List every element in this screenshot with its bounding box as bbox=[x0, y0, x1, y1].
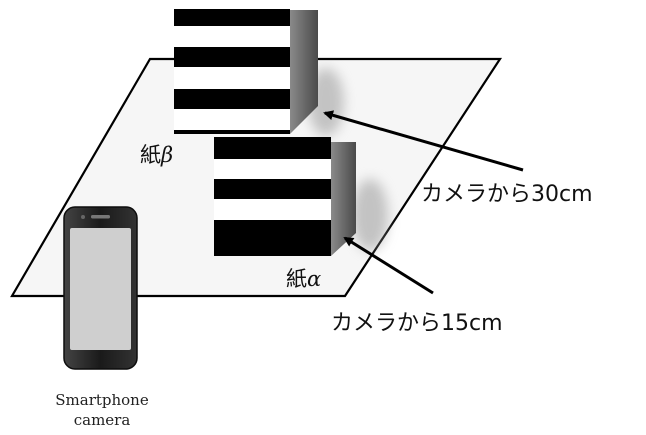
paper-beta-stripe-3 bbox=[174, 47, 290, 67]
paper-alpha-shadow bbox=[352, 179, 388, 251]
arrow-icon-near bbox=[343, 236, 434, 295]
distance-far-label: カメラから30cm bbox=[421, 182, 593, 207]
phone-screen bbox=[70, 228, 131, 350]
distance-near-label: カメラから15cm bbox=[331, 311, 503, 336]
camera-caption-line1: Smartphone bbox=[55, 391, 149, 409]
paper-beta-stripe-1 bbox=[174, 9, 290, 26]
phone-speaker bbox=[91, 215, 110, 219]
paper-beta-stripe-5 bbox=[174, 89, 290, 109]
paper-alpha-stripe-5 bbox=[214, 220, 331, 236]
paper-alpha-card bbox=[214, 137, 388, 256]
paper-beta-side bbox=[290, 10, 318, 134]
paper-alpha-stripe-3 bbox=[214, 179, 331, 199]
paper-beta-stripe-2 bbox=[174, 26, 290, 47]
paper-alpha-stripe-4 bbox=[214, 199, 331, 220]
paper-alpha-stripe-1 bbox=[214, 137, 331, 159]
paper-beta-label: 紙β bbox=[140, 143, 173, 167]
paper-alpha-label: 紙α bbox=[286, 267, 321, 291]
paper-beta-stripe-7 bbox=[174, 130, 290, 134]
paper-alpha-stripe-6 bbox=[214, 236, 331, 256]
smartphone-icon bbox=[63, 206, 138, 370]
phone-camera-dot bbox=[81, 215, 85, 219]
camera-caption-line2: camera bbox=[74, 411, 131, 429]
paper-beta-stripe-6 bbox=[174, 109, 290, 130]
paper-alpha-stripe-2 bbox=[214, 159, 331, 179]
arrow-icon-far bbox=[323, 110, 524, 172]
paper-beta-stripe-4 bbox=[174, 67, 290, 89]
paper-beta-card bbox=[174, 9, 344, 136]
paper-alpha-side bbox=[331, 142, 356, 256]
